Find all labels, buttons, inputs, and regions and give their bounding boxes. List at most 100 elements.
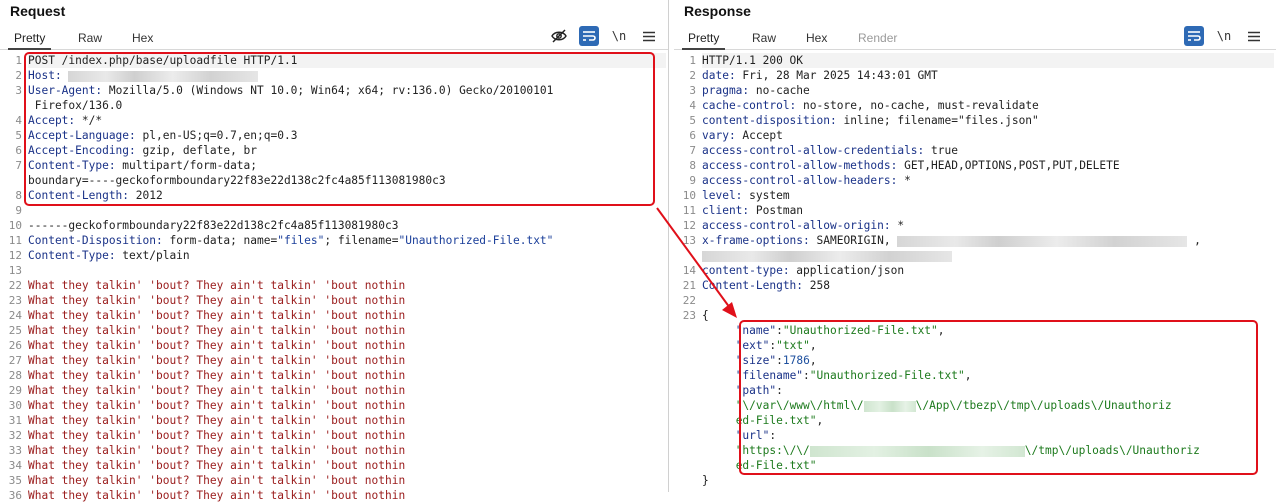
line-number: 1 [15,54,22,67]
code-line: "size":1786, [674,353,1276,368]
code-text: { [702,308,1274,323]
code-text: access-control-allow-origin: * [702,218,1274,233]
line-number: 35 [8,474,22,487]
code-token: : [769,429,777,442]
code-text: content-type: application/json [702,263,1274,278]
code-token: ; filename= [324,234,399,247]
code-text: Host: [28,68,666,83]
code-token: "txt" [776,339,810,352]
code-text: Accept: */* [28,113,666,128]
line-number: 30 [8,399,22,412]
line-number: 4 [15,114,22,127]
line-number: 7 [689,144,696,157]
code-token: : [776,384,783,397]
line-number: 6 [15,144,22,157]
line-number: 13 [8,264,22,277]
code-token: POST /index.php/base/uploadfile HTTP/1.1 [28,54,298,67]
code-token: What they talkin' 'bout? They ain't talk… [28,384,406,397]
line-number: 22 [8,279,22,292]
code-text: } [702,473,1274,488]
response-tab-raw[interactable]: Raw [752,31,777,45]
code-text: "https:\/\/\/tmp\/uploads\/Unauthoriz [702,443,1274,458]
code-token: Accept [742,129,783,142]
menu-icon[interactable] [1244,26,1264,46]
code-token: 2012 [135,189,163,202]
request-tab-pretty[interactable]: Pretty [7,31,52,50]
newline-toggle-icon[interactable]: \n [611,29,627,43]
newline-toggle-icon[interactable]: \n [1216,29,1232,43]
line-number: 36 [8,489,22,502]
line-number: 2 [15,69,22,82]
code-line: 7 access-control-allow-credentials: true [674,143,1276,158]
code-text [702,248,1274,263]
request-editor[interactable]: 1 POST /index.php/base/uploadfile HTTP/1.… [0,53,668,502]
header-name: date: [702,69,743,82]
code-text: vary: Accept [702,128,1274,143]
code-token: What they talkin' 'bout? They ain't talk… [28,279,406,292]
code-text: access-control-allow-methods: GET,HEAD,O… [702,158,1274,173]
line-number: 23 [682,309,696,322]
line-number: 10 [8,219,22,232]
code-line: "url": [674,428,1276,443]
code-token: What they talkin' 'bout? They ain't talk… [28,474,406,487]
code-line: 22 What they talkin' 'bout? They ain't ta… [0,278,668,293]
response-tab-pretty[interactable]: Pretty [681,31,726,50]
json-key: "ext" [735,339,770,352]
code-token: 258 [809,279,830,292]
line-number: 28 [8,369,22,382]
header-name: cache-control: [702,99,804,112]
code-token: inline; filename="files.json" [843,114,1039,127]
request-tab-hex[interactable]: Hex [132,31,154,45]
request-title: Request [10,3,66,19]
code-token: multipart/form-data; [122,159,258,172]
code-text: Accept-Encoding: gzip, deflate, br [28,143,666,158]
code-text: access-control-allow-credentials: true [702,143,1274,158]
code-text: Content-Length: 2012 [28,188,666,203]
code-token: : [776,324,783,337]
response-tab-render[interactable]: Render [858,31,898,45]
word-wrap-icon[interactable] [1184,26,1204,46]
code-text: client: Postman [702,203,1274,218]
code-line: 1 POST /index.php/base/uploadfile HTTP/1.… [0,53,668,68]
code-text: ed-File.txt" [702,458,1274,473]
code-text: What they talkin' 'bout? They ain't talk… [28,338,666,353]
code-line [674,248,1276,263]
code-text: "url": [702,428,1274,443]
code-text: Content-Type: text/plain [28,248,666,263]
code-token: gzip, deflate, br [142,144,258,157]
line-number: 34 [8,459,22,472]
code-token: HTTP/1.1 200 OK [702,54,804,67]
code-text: Content-Length: 258 [702,278,1274,293]
code-line: 10------geckoformboundary22f83e22d138c2f… [0,218,668,233]
header-name: access-control-allow-headers: [702,174,905,187]
menu-icon[interactable] [639,26,659,46]
code-text: "name":"Unauthorized-File.txt", [702,323,1274,338]
response-tab-hex[interactable]: Hex [806,31,828,45]
word-wrap-icon[interactable] [579,26,599,46]
request-tabbar: Pretty Raw Hex [0,27,668,50]
request-tab-raw[interactable]: Raw [78,31,103,45]
code-line: 6 Accept-Encoding: gzip, deflate, br [0,143,668,158]
code-token: "Unauthorized-File.txt" [398,234,554,247]
hide-eye-icon[interactable] [549,26,569,46]
header-name: Accept-Encoding: [28,144,143,157]
code-text: POST /index.php/base/uploadfile HTTP/1.1 [28,53,666,68]
line-number: 11 [682,204,696,217]
line-number: 10 [682,189,696,202]
code-token: What they talkin' 'bout? They ain't talk… [28,444,406,457]
response-tabbar: Pretty Raw Hex Render [674,27,1276,50]
code-text: "\/var\/www\/html\/\/App\/tbezp\/tmp\/up… [702,398,1274,413]
pane-divider[interactable] [668,0,674,492]
code-token: { [702,309,709,322]
code-text: date: Fri, 28 Mar 2025 14:43:01 GMT [702,68,1274,83]
code-text: What they talkin' 'bout? They ain't talk… [28,458,666,473]
code-text: content-disposition: inline; filename="f… [702,113,1274,128]
